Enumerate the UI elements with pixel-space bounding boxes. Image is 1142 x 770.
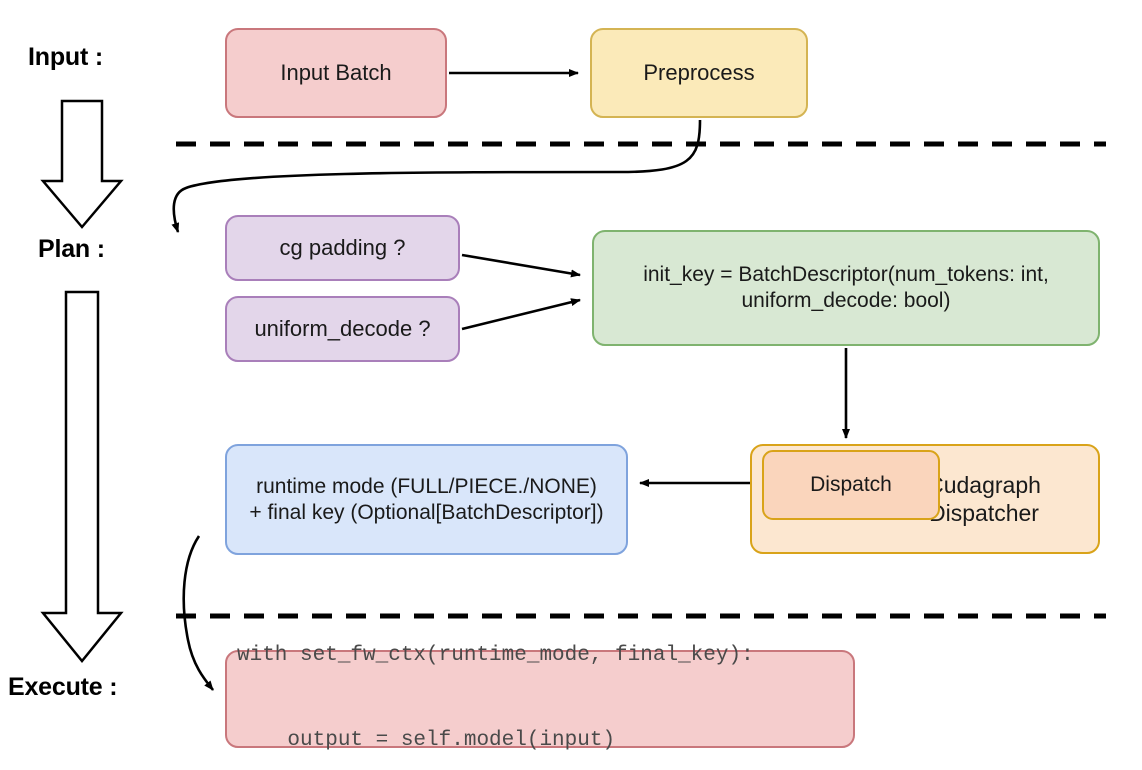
node-input-batch[interactable]: Input Batch [225, 28, 447, 118]
node-runtime-mode-line2: + final key (Optional[BatchDescriptor]) [249, 500, 604, 524]
input-to-plan-arrow [40, 99, 124, 229]
node-init-key-line2: uniform_decode: bool) [741, 289, 951, 312]
code-line-1: with set_fw_ctx(runtime_mode, final_key)… [237, 644, 754, 668]
node-cudagraph-dispatcher-line2: Dispatcher [929, 500, 1039, 526]
cg-padding-to-init-key-edge [461, 253, 581, 278]
stage-label-plan: Plan : [38, 235, 105, 263]
uniform-decode-to-init-key-edge [461, 298, 581, 331]
stage-label-execute: Execute : [8, 673, 118, 701]
node-dispatch[interactable]: Dispatch [762, 450, 940, 520]
node-runtime-mode-line1: runtime mode (FULL/PIECE./NONE) [256, 474, 597, 498]
node-cg-padding[interactable]: cg padding ? [225, 215, 460, 281]
node-dispatch-label: Dispatch [810, 473, 892, 497]
node-uniform-decode[interactable]: uniform_decode ? [225, 296, 460, 362]
stage-label-input: Input : [28, 43, 103, 71]
node-runtime-mode[interactable]: runtime mode (FULL/PIECE./NONE) + final … [225, 444, 628, 555]
node-cudagraph-dispatcher-line1: Cudagraph [927, 471, 1041, 498]
node-preprocess-label: Preprocess [643, 59, 755, 85]
node-init-key-line1: init_key = BatchDescriptor(num_tokens: i… [643, 263, 1049, 287]
node-init-key[interactable]: init_key = BatchDescriptor(num_tokens: i… [592, 230, 1100, 346]
code-line-2: output = self.model(input) [237, 729, 616, 753]
node-preprocess[interactable]: Preprocess [590, 28, 808, 118]
node-cg-padding-label: cg padding ? [279, 234, 406, 260]
runtime-mode-to-code-edge [182, 535, 215, 691]
node-input-batch-label: Input Batch [280, 59, 392, 85]
node-code-block[interactable]: with set_fw_ctx(runtime_mode, final_key)… [225, 644, 855, 752]
node-uniform-decode-label: uniform_decode ? [254, 315, 431, 341]
plan-to-execute-arrow [40, 290, 124, 663]
